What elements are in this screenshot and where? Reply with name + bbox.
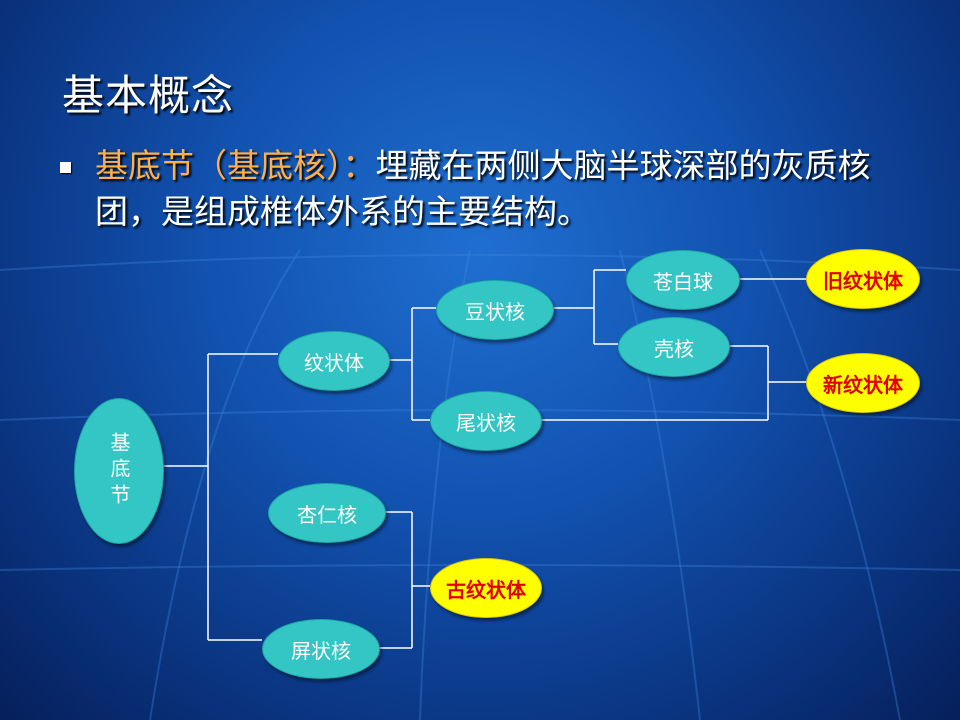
node-paleostriatum-label: 旧纹状体 <box>823 268 903 293</box>
node-caudate: 尾状核 <box>430 391 542 451</box>
bullet-paragraph: 基底节（基底核）：埋藏在两侧大脑半球深部的灰质核团，是组成椎体外系的主要结构。 <box>95 143 935 235</box>
node-claustrum-label: 屏状核 <box>291 638 351 663</box>
node-neostriatum-label: 新纹状体 <box>823 372 903 397</box>
node-claustrum: 屏状核 <box>262 619 380 679</box>
node-amygdala: 杏仁核 <box>268 483 386 543</box>
node-striatum-label: 纹状体 <box>304 350 364 375</box>
node-globus-pallidus-label: 苍白球 <box>653 269 713 294</box>
connector-root <box>162 353 278 641</box>
node-paleostriatum: 旧纹状体 <box>806 249 920 309</box>
node-basal-ganglia-label: 基底节 <box>107 432 131 510</box>
connector-striatum <box>388 307 436 421</box>
node-putamen-label: 壳核 <box>654 336 694 361</box>
connector-neostriatum <box>540 345 806 421</box>
node-archistriatum: 古纹状体 <box>430 558 542 618</box>
bullet-term: 基底节（基底核）： <box>95 146 376 185</box>
node-globus-pallidus: 苍白球 <box>626 250 740 310</box>
node-striatum: 纹状体 <box>278 331 390 391</box>
node-amygdala-label: 杏仁核 <box>297 502 357 527</box>
node-putamen: 壳核 <box>618 317 730 377</box>
node-lentiform: 豆状核 <box>436 280 554 340</box>
node-basal-ganglia: 基底节 <box>74 398 164 544</box>
connector-lentiform <box>552 269 626 345</box>
slide-title: 基本概念 <box>62 71 235 120</box>
node-caudate-label: 尾状核 <box>456 410 516 435</box>
bullet-marker <box>60 162 71 173</box>
bullet-definition: 埋藏在两侧大脑半球深部的灰质核团，是组成椎体外系的主要结构。 <box>95 146 871 231</box>
node-archistriatum-label: 古纹状体 <box>446 577 526 602</box>
node-neostriatum: 新纹状体 <box>806 353 920 413</box>
connector-archistriatum <box>378 511 430 649</box>
node-lentiform-label: 豆状核 <box>465 299 525 324</box>
